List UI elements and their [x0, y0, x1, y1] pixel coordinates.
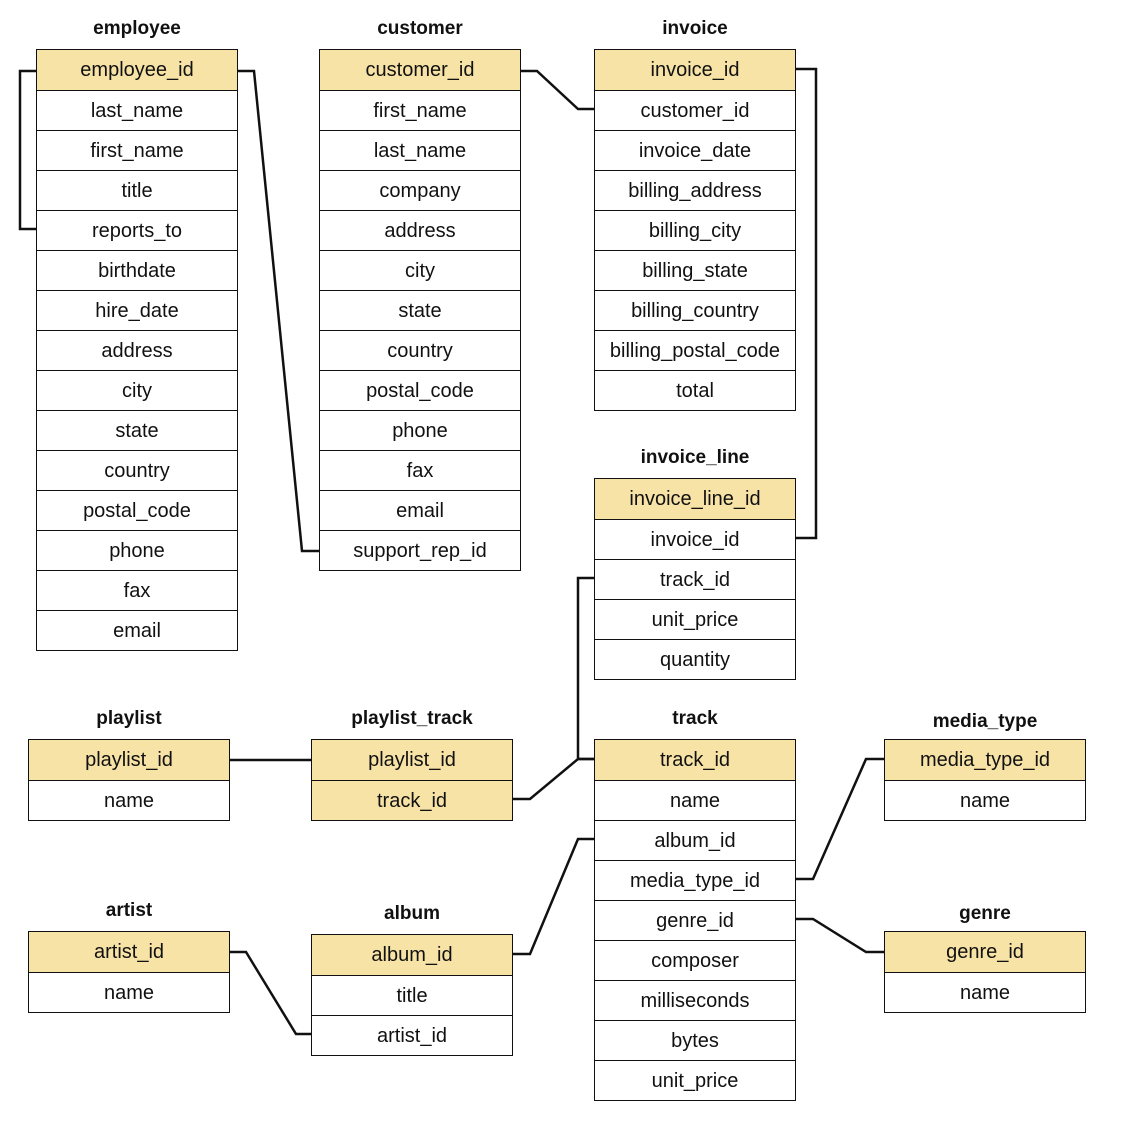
- table-title: media_type: [932, 711, 1038, 732]
- field-row: name: [595, 780, 795, 820]
- key-field-row: artist_id: [29, 932, 229, 972]
- key-field-row: employee_id: [37, 50, 237, 90]
- field-row: reports_to: [37, 210, 237, 250]
- key-field-row: invoice_line_id: [595, 479, 795, 519]
- table-title: invoice: [662, 18, 728, 39]
- field-row: composer: [595, 940, 795, 980]
- field-row: artist_id: [312, 1015, 512, 1055]
- field-row: phone: [37, 530, 237, 570]
- field-row: genre_id: [595, 900, 795, 940]
- field-row: name: [29, 972, 229, 1012]
- field-row: city: [320, 250, 520, 290]
- field-row: email: [37, 610, 237, 650]
- key-field-row: track_id: [312, 780, 512, 820]
- field-row: last_name: [320, 130, 520, 170]
- field-row: customer_id: [595, 90, 795, 130]
- field-row: album_id: [595, 820, 795, 860]
- field-row: quantity: [595, 639, 795, 679]
- key-field-row: invoice_id: [595, 50, 795, 90]
- key-field-row: customer_id: [320, 50, 520, 90]
- field-row: fax: [320, 450, 520, 490]
- field-row: country: [320, 330, 520, 370]
- relationship-line: [796, 67, 818, 540]
- field-row: phone: [320, 410, 520, 450]
- table-title: genre: [959, 903, 1011, 924]
- field-row: hire_date: [37, 290, 237, 330]
- field-row: track_id: [595, 559, 795, 599]
- field-row: invoice_id: [595, 519, 795, 559]
- field-row: billing_city: [595, 210, 795, 250]
- field-row: unit_price: [595, 599, 795, 639]
- field-row: state: [37, 410, 237, 450]
- relationship-line: [230, 950, 312, 1036]
- field-row: name: [885, 780, 1085, 820]
- field-row: support_rep_id: [320, 530, 520, 570]
- field-row: last_name: [37, 90, 237, 130]
- relationship-line: [513, 837, 595, 956]
- relationship-line: [576, 576, 595, 761]
- field-row: address: [37, 330, 237, 370]
- field-row: first_name: [37, 130, 237, 170]
- table-title: track: [672, 708, 718, 729]
- table-title: album: [384, 903, 440, 924]
- field-row: billing_address: [595, 170, 795, 210]
- relationship-line: [18, 69, 37, 231]
- field-row: billing_country: [595, 290, 795, 330]
- key-field-row: playlist_id: [312, 740, 512, 780]
- field-row: postal_code: [320, 370, 520, 410]
- key-field-row: genre_id: [885, 932, 1085, 972]
- field-row: billing_postal_code: [595, 330, 795, 370]
- field-row: invoice_date: [595, 130, 795, 170]
- table-title: playlist_track: [351, 708, 473, 729]
- field-row: name: [29, 780, 229, 820]
- table-title: invoice_line: [640, 447, 750, 468]
- relationship-line: [238, 69, 320, 553]
- field-row: city: [37, 370, 237, 410]
- field-row: unit_price: [595, 1060, 795, 1100]
- field-row: title: [312, 975, 512, 1015]
- field-row: total: [595, 370, 795, 410]
- relationship-line: [796, 917, 885, 954]
- field-row: birthdate: [37, 250, 237, 290]
- field-row: milliseconds: [595, 980, 795, 1020]
- field-row: title: [37, 170, 237, 210]
- field-row: bytes: [595, 1020, 795, 1060]
- table-title: artist: [105, 900, 153, 921]
- field-row: company: [320, 170, 520, 210]
- field-row: address: [320, 210, 520, 250]
- key-field-row: album_id: [312, 935, 512, 975]
- field-row: email: [320, 490, 520, 530]
- relationship-line: [520, 69, 595, 111]
- table-title: employee: [93, 18, 181, 39]
- field-row: postal_code: [37, 490, 237, 530]
- key-field-row: media_type_id: [885, 740, 1085, 780]
- field-row: media_type_id: [595, 860, 795, 900]
- field-row: fax: [37, 570, 237, 610]
- key-field-row: track_id: [595, 740, 795, 780]
- field-row: first_name: [320, 90, 520, 130]
- field-row: state: [320, 290, 520, 330]
- field-row: country: [37, 450, 237, 490]
- key-field-row: playlist_id: [29, 740, 229, 780]
- field-row: billing_state: [595, 250, 795, 290]
- relationship-line: [796, 757, 885, 881]
- table-title: customer: [377, 18, 463, 39]
- table-title: playlist: [96, 708, 162, 729]
- relationship-line: [513, 757, 595, 801]
- field-row: name: [885, 972, 1085, 1012]
